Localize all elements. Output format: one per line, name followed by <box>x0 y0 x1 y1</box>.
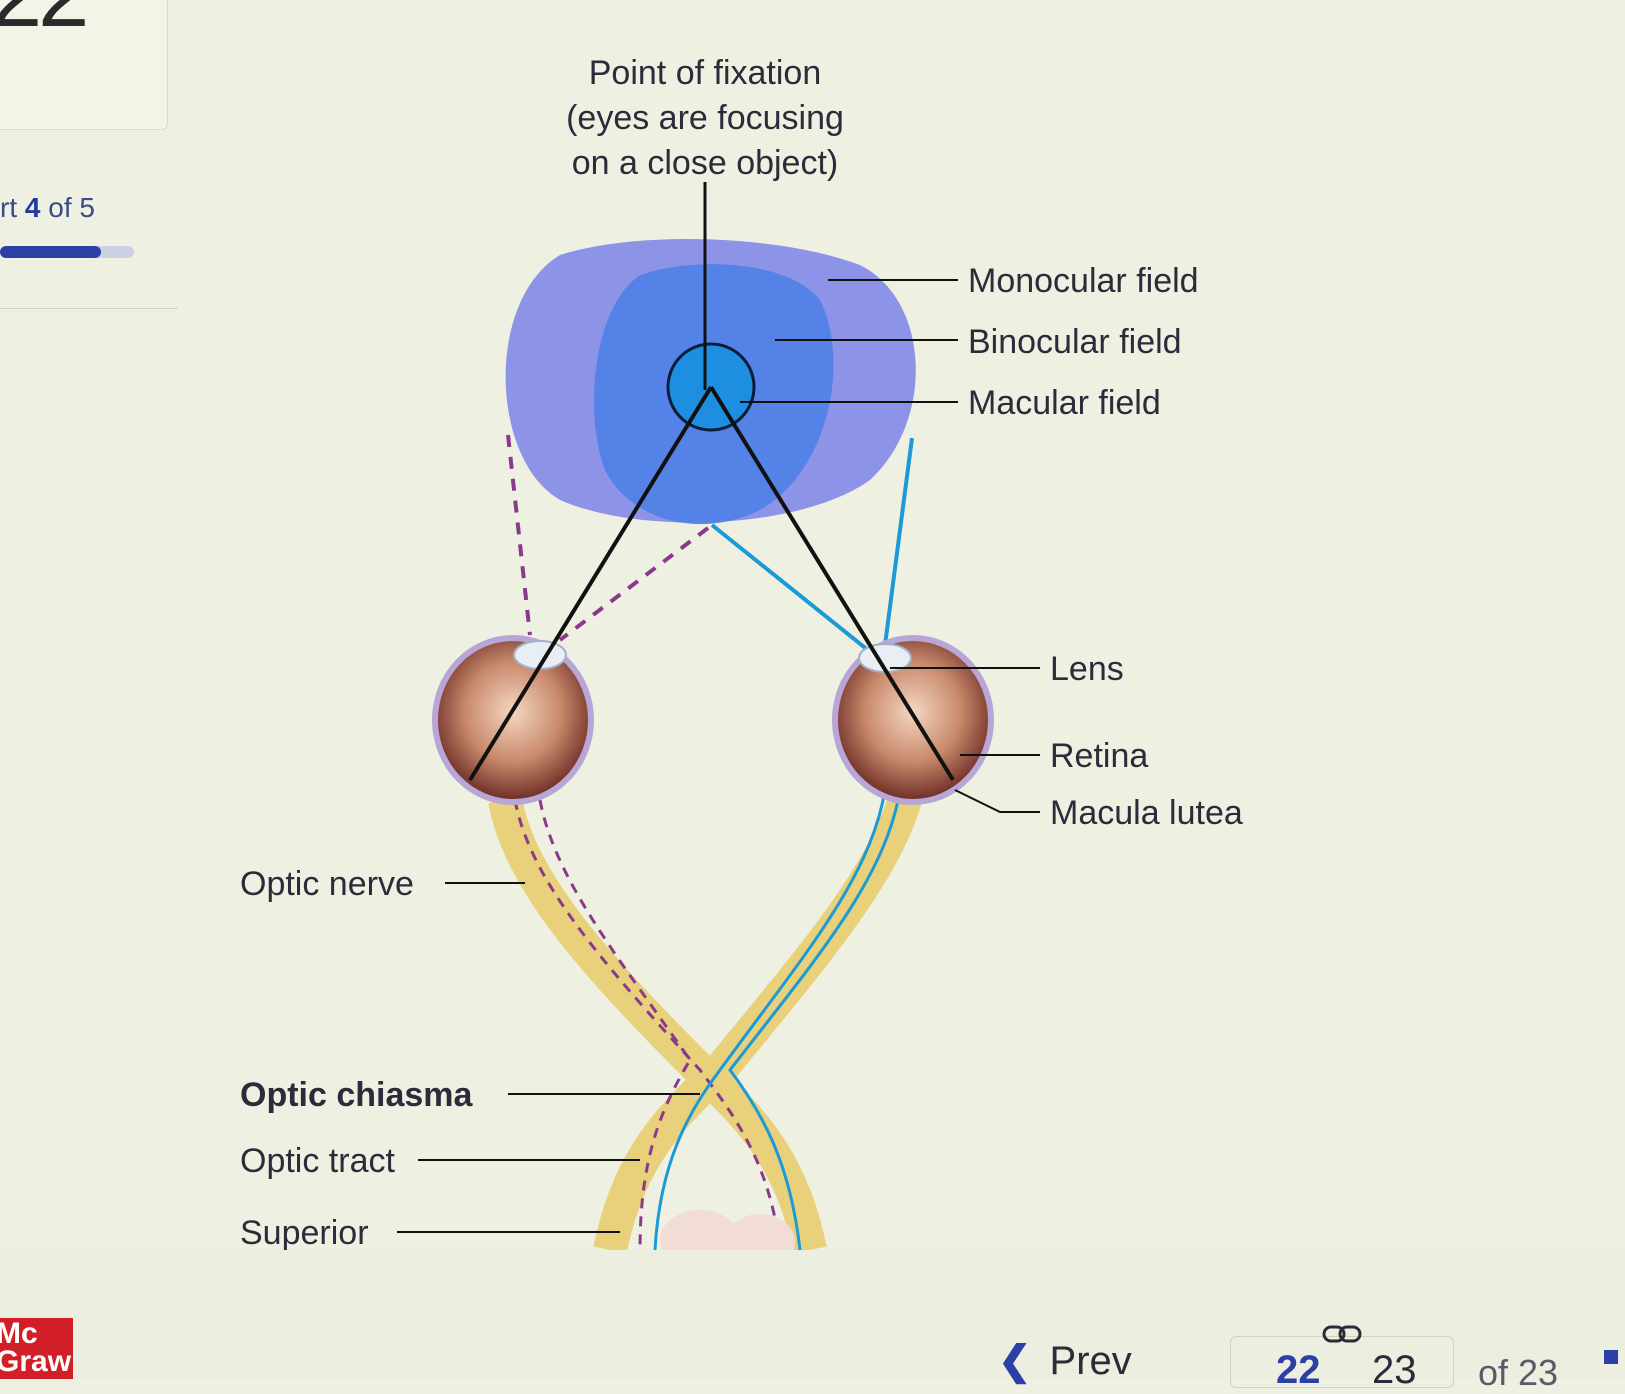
fixation-label-line-1: Point of fixation <box>589 54 821 92</box>
lens-label: Lens <box>1050 650 1124 688</box>
page-next[interactable]: 23 <box>1372 1348 1417 1392</box>
part-divider <box>0 308 178 309</box>
grid-icon[interactable] <box>1604 1350 1618 1364</box>
footer-bar <box>0 1250 1625 1379</box>
binocular-field-label: Binocular field <box>968 323 1182 361</box>
part-total: of 5 <box>48 192 95 223</box>
page-current[interactable]: 22 <box>1276 1348 1321 1392</box>
part-progress-bar <box>0 246 134 258</box>
visual-pathway-figure: Point of fixation (eyes are focusing on … <box>240 54 1243 1250</box>
page-total: of 23 <box>1478 1352 1559 1393</box>
macula-lutea-label: Macula lutea <box>1050 794 1243 832</box>
part-prefix: rt <box>0 192 18 223</box>
fixation-label-line-3: on a close object) <box>572 144 839 182</box>
part-current: 4 <box>24 192 41 223</box>
optic-chiasma-label: Optic chiasma <box>240 1076 474 1114</box>
monocular-field-label: Monocular field <box>968 262 1199 300</box>
fixation-label-line-2: (eyes are focusing <box>566 99 844 137</box>
optic-nerve-label: Optic nerve <box>240 865 414 903</box>
left-eyeball <box>432 635 594 805</box>
link-icon[interactable] <box>1322 1322 1362 1346</box>
prev-label: Prev <box>1049 1339 1132 1383</box>
chevron-left-icon: ❮ <box>998 1339 1032 1383</box>
question-number-box: 22 <box>0 0 168 130</box>
prev-button[interactable]: ❮ Prev <box>998 1338 1132 1384</box>
mcgraw-logo: Mc Graw <box>0 1318 73 1379</box>
superior-label: Superior <box>240 1214 369 1250</box>
logo-line-1: Mc <box>0 1317 38 1350</box>
logo-line-2: Graw <box>0 1345 72 1378</box>
macular-field-label: Macular field <box>968 384 1161 422</box>
part-progress-fill <box>0 246 101 258</box>
right-eyeball <box>832 635 994 805</box>
optic-tract-label: Optic tract <box>240 1142 395 1180</box>
part-indicator: rt 4 of 5 <box>0 192 95 224</box>
retina-label: Retina <box>1050 737 1148 775</box>
question-number: 22 <box>0 0 89 48</box>
